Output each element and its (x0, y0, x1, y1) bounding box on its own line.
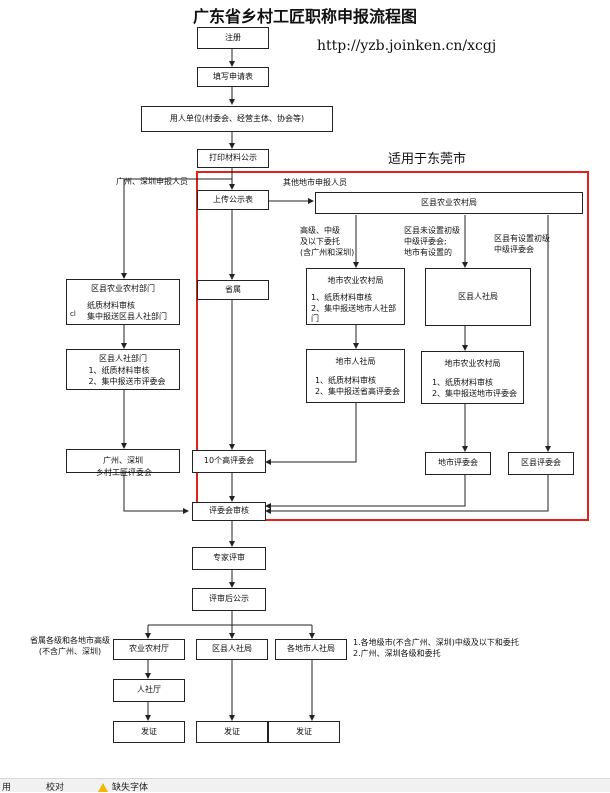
upload-step: 上传公示表 (197, 190, 269, 210)
dongguan-highlight-frame (196, 171, 589, 521)
city-agri-2-detail: 1、纸质材料审核 2、集中报送地市评委会 (431, 377, 518, 398)
register-step: 注册 (197, 27, 269, 49)
ten-senior-committee-node: 10个高评委会 (192, 450, 266, 473)
post-review-publicity-step: 评审后公示 (192, 588, 266, 611)
city-hr-bottom-node: 各地市人社局 (275, 639, 347, 660)
fill-form-step: 填写申请表 (197, 67, 269, 87)
city-agri-2-node: 地市农业农村局 1、纸质材料审核 2、集中报送地市评委会 (421, 351, 524, 404)
missing-font-label: 缺失字体 (112, 783, 149, 793)
county-hr-left-detail: 1、纸质材料审核 2、集中报送市评委会 (88, 365, 166, 386)
expert-review-step: 专家评审 (192, 547, 266, 570)
certificate-node-1: 发证 (113, 721, 185, 743)
city-agri-2-title: 地市农业农村局 (444, 359, 501, 368)
county-hr-left-title: 区县人社部门 (99, 354, 147, 363)
city-agri-node: 地市农业农村局 1、纸质材料审核 2、集中报送地市人社部门 (306, 268, 405, 325)
city-hr-detail: 1、纸质材料审核 2、集中报送省高评委会 (314, 375, 401, 396)
city-agri-title: 地市农业农村局 (327, 276, 384, 285)
senior-mid-label: 高级、中级 及以下委托 (含广州和深圳) (300, 226, 355, 257)
provincial-left-label: 省属各级和各地市高级 (不含广州、深圳) (30, 636, 110, 656)
county-agri-top-node: 区县农业农村局 (315, 192, 583, 214)
has-junior-committee-label: 区县有设置初级 中级评委会 (494, 234, 550, 254)
county-agri-left-title: 区县农业农村部门 (91, 284, 155, 293)
other-city-applicant-label: 其他地市申报人员 (283, 178, 347, 187)
stray-mark: cl (70, 310, 76, 318)
county-hr-bottom-node: 区县人社局 (196, 639, 268, 660)
viewer-status-bar: 用 校对 缺失字体 (0, 778, 610, 793)
legend-note: 1.各地级市(不含广州、深圳)中级及以下和委托 2.广州、深圳各级和委托 (353, 638, 519, 658)
source-url: http://yzb.joinken.cn/xcgj (317, 38, 497, 54)
missing-font-item[interactable]: 缺失字体 (98, 780, 148, 793)
gz-sz-applicant-label: 广州、深圳申报人员 (116, 177, 188, 186)
county-committee-node: 区县评委会 (508, 452, 574, 475)
status-item-1[interactable]: 用 (2, 783, 12, 793)
agri-dept-node: 农业农村厅 (113, 639, 185, 660)
provincial-node: 省属 (197, 280, 269, 300)
print-publicity-step: 打印材料公示 (197, 149, 269, 168)
city-agri-detail: 1、纸质材料审核 2、集中报送地市人社部门 (311, 292, 397, 324)
no-mid-committee-label: 区县未设置初级 中级评委会; 地市有设置的 (404, 226, 460, 257)
committee-review-step: 评委会审核 (192, 502, 266, 521)
city-hr-title: 地市人社局 (335, 357, 376, 366)
certificate-node-2: 发证 (196, 721, 268, 743)
city-hr-node: 地市人社局 1、纸质材料审核 2、集中报送省高评委会 (306, 349, 405, 403)
proofread-button[interactable]: 校对 (46, 783, 65, 793)
joint-committee-label: 乡村工匠评委会 (96, 468, 152, 477)
certificate-node-3: 发证 (268, 721, 340, 743)
employer-step: 用人单位(村委会、经营主体、协会等) (141, 106, 333, 132)
county-agri-left-detail: 纸质材料审核 集中报送区县人社部门 (87, 300, 167, 321)
page-title: 广东省乡村工匠职称申报流程图 (192, 7, 417, 26)
gz-sz-committee-node: 广州、深圳 (66, 449, 180, 473)
county-hr-right-node: 区县人社局 (425, 268, 531, 326)
county-hr-left-node: 区县人社部门 1、纸质材料审核 2、集中报送市评委会 (66, 349, 180, 390)
warning-icon (98, 783, 108, 792)
county-agri-left-node: 区县农业农村部门 纸质材料审核 集中报送区县人社部门 (66, 279, 180, 325)
red-box-note: 适用于东莞市 (388, 152, 467, 167)
hr-dept-node: 人社厅 (113, 679, 185, 702)
city-committee-node: 地市评委会 (425, 452, 491, 475)
